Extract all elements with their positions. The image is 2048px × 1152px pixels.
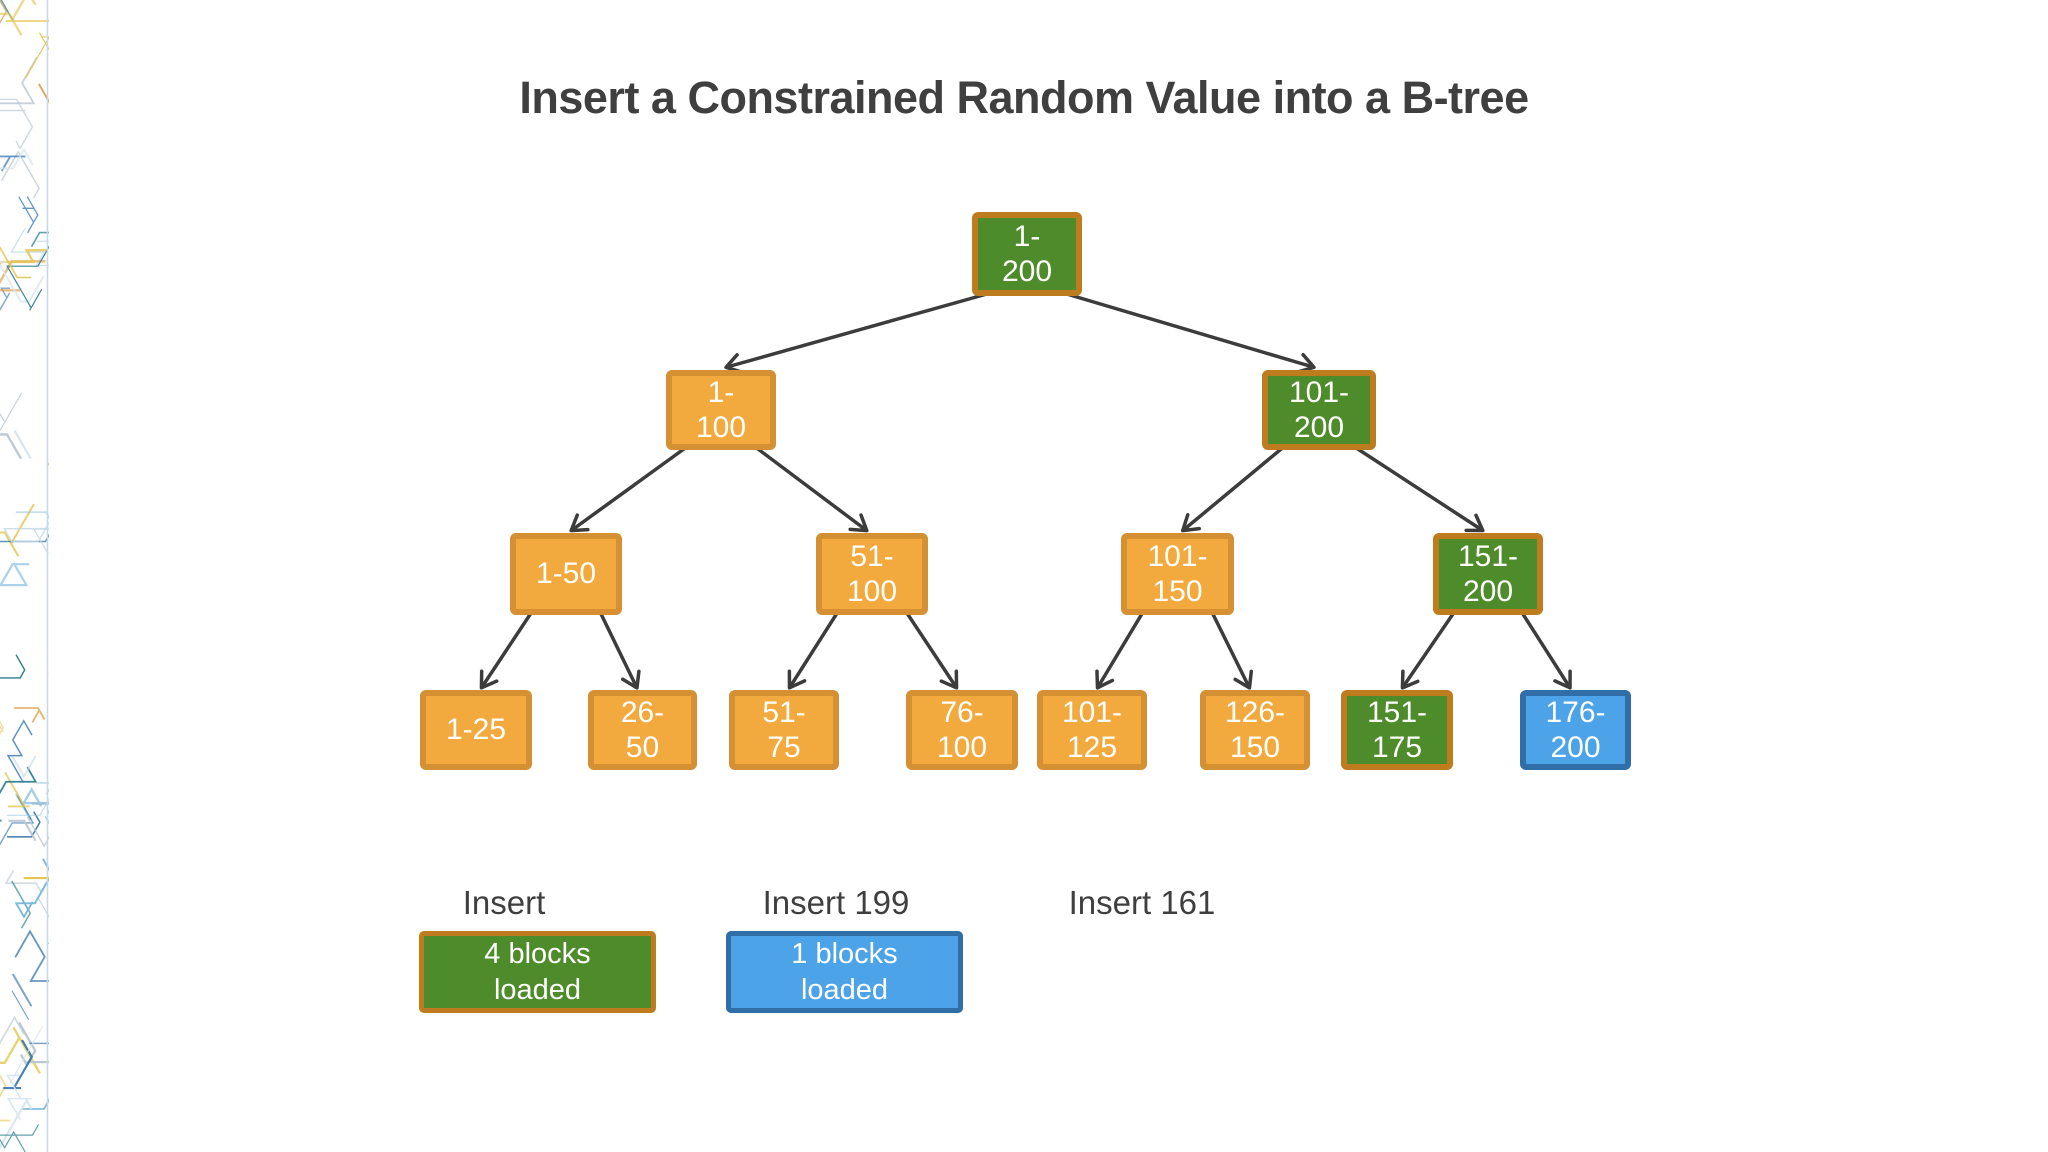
decorative-line: [0, 261, 45, 303]
decorative-line: [0, 147, 34, 170]
legend-label-insert: Insert: [462, 884, 546, 921]
decorative-strip-mask: [49, 0, 60, 1152]
decorative-line: [11, 880, 32, 929]
decorative-line: [0, 766, 38, 795]
decorative-line: [0, 1098, 33, 1150]
decorative-line: [0, 433, 23, 460]
tree-node-176-200: 176- 200: [1520, 690, 1631, 770]
decorative-line: [6, 240, 54, 311]
decorative-line: [8, 819, 37, 842]
decorative-line: [0, 56, 38, 105]
decorative-line: [0, 150, 40, 199]
decorative-line: [14, 707, 46, 723]
decorative-line: [0, 0, 14, 21]
legend-box-insert: 4 blocks loaded: [419, 931, 656, 1013]
decorative-line: [0, 720, 5, 735]
decorative-line: [13, 430, 32, 459]
decorative-line: [9, 1025, 44, 1085]
decorative-line: [0, 562, 30, 587]
decorative-line: [0, 654, 26, 679]
decorative-line: [0, 246, 31, 279]
decorative-line: [11, 973, 33, 1007]
decorative-line: [0, 795, 35, 846]
tree-edge-1-200-to-101-200: [1058, 290, 1316, 374]
decorative-line: [0, 0, 37, 36]
decorative-line: [11, 990, 30, 1020]
decorative-line: [14, 858, 53, 919]
tree-edge-1-100-to-1-50: [569, 444, 690, 533]
decorative-line: [4, 869, 43, 894]
tree-edge-51-100-to-76-100: [903, 609, 959, 690]
decorative-line: [18, 196, 39, 234]
decorative-line: [5, 20, 60, 22]
decorative-line: [15, 787, 50, 821]
tree-node-101-150: 101- 150: [1121, 533, 1234, 615]
decorative-line: [29, 1042, 60, 1045]
tree-edge-1-50-to-26-50: [597, 609, 641, 690]
tree-edge-51-100-to-51-75: [787, 609, 841, 690]
decorative-line: [3, 513, 55, 555]
decorative-line: [14, 929, 52, 982]
decorative-line: [0, 0, 8, 24]
tree-node-76-100: 76- 100: [906, 690, 1018, 770]
tree-node-1-100: 1- 100: [666, 370, 776, 450]
tree-node-151-175: 151- 175: [1341, 690, 1453, 770]
decorative-line: [10, 227, 60, 267]
tree-edge-101-150-to-101-125: [1095, 609, 1146, 690]
decorative-line: [3, 1039, 34, 1090]
decorative-line: [6, 1074, 33, 1121]
tree-edge-151-200-to-151-175: [1400, 609, 1457, 690]
tree-node-51-100: 51- 100: [816, 533, 928, 615]
legend-label-insert-161: Insert 161: [1068, 884, 1216, 921]
tree-node-101-125: 101- 125: [1037, 690, 1147, 770]
legend-label-insert-199: Insert 199: [762, 884, 910, 921]
decorative-line: [0, 155, 26, 172]
decorative-line: [0, 1026, 41, 1074]
decorative-line: [0, 1074, 11, 1122]
decorative-line: [4, 771, 30, 808]
tree-edge-1-50-to-1-25: [479, 609, 535, 690]
tree-node-126-150: 126- 150: [1200, 690, 1310, 770]
tree-edge-101-200-to-101-150: [1180, 444, 1287, 533]
tree-node-101-200: 101- 200: [1262, 370, 1376, 450]
decorative-line: [6, 719, 33, 783]
decorative-line: [0, 1015, 25, 1045]
decorative-circuit-pattern: [0, 0, 60, 1152]
tree-node-151-200: 151- 200: [1433, 533, 1543, 615]
decorative-line: [7, 811, 41, 838]
decorative-line: [23, 877, 60, 880]
decorative-line: [0, 98, 34, 150]
tree-node-51-75: 51- 75: [729, 690, 839, 770]
decorative-line: [0, 392, 23, 432]
slide-title: Insert a Constrained Random Value into a…: [519, 72, 1529, 123]
decorative-line: [0, 412, 5, 422]
tree-edge-151-200-to-176-200: [1519, 609, 1572, 690]
decorative-line: [0, 503, 35, 557]
tree-node-1-25: 1-25: [420, 690, 532, 770]
tree-node-26-50: 26- 50: [588, 690, 697, 770]
tree-node-1-50: 1-50: [510, 533, 622, 615]
tree-edge-1-200-to-1-100: [724, 290, 996, 374]
decorative-line: [11, 755, 37, 779]
decorative-line: [0, 287, 11, 312]
decorative-line: [0, 1123, 40, 1152]
tree-edge-101-150-to-126-150: [1209, 609, 1254, 690]
tree-node-1-200: 1- 200: [972, 212, 1082, 296]
legend-box-insert-199: 1 blocks loaded: [726, 931, 963, 1013]
tree-edge-101-200-to-151-200: [1351, 444, 1485, 533]
decorative-line: [15, 511, 58, 530]
tree-edge-1-100-to-51-100: [752, 444, 869, 533]
